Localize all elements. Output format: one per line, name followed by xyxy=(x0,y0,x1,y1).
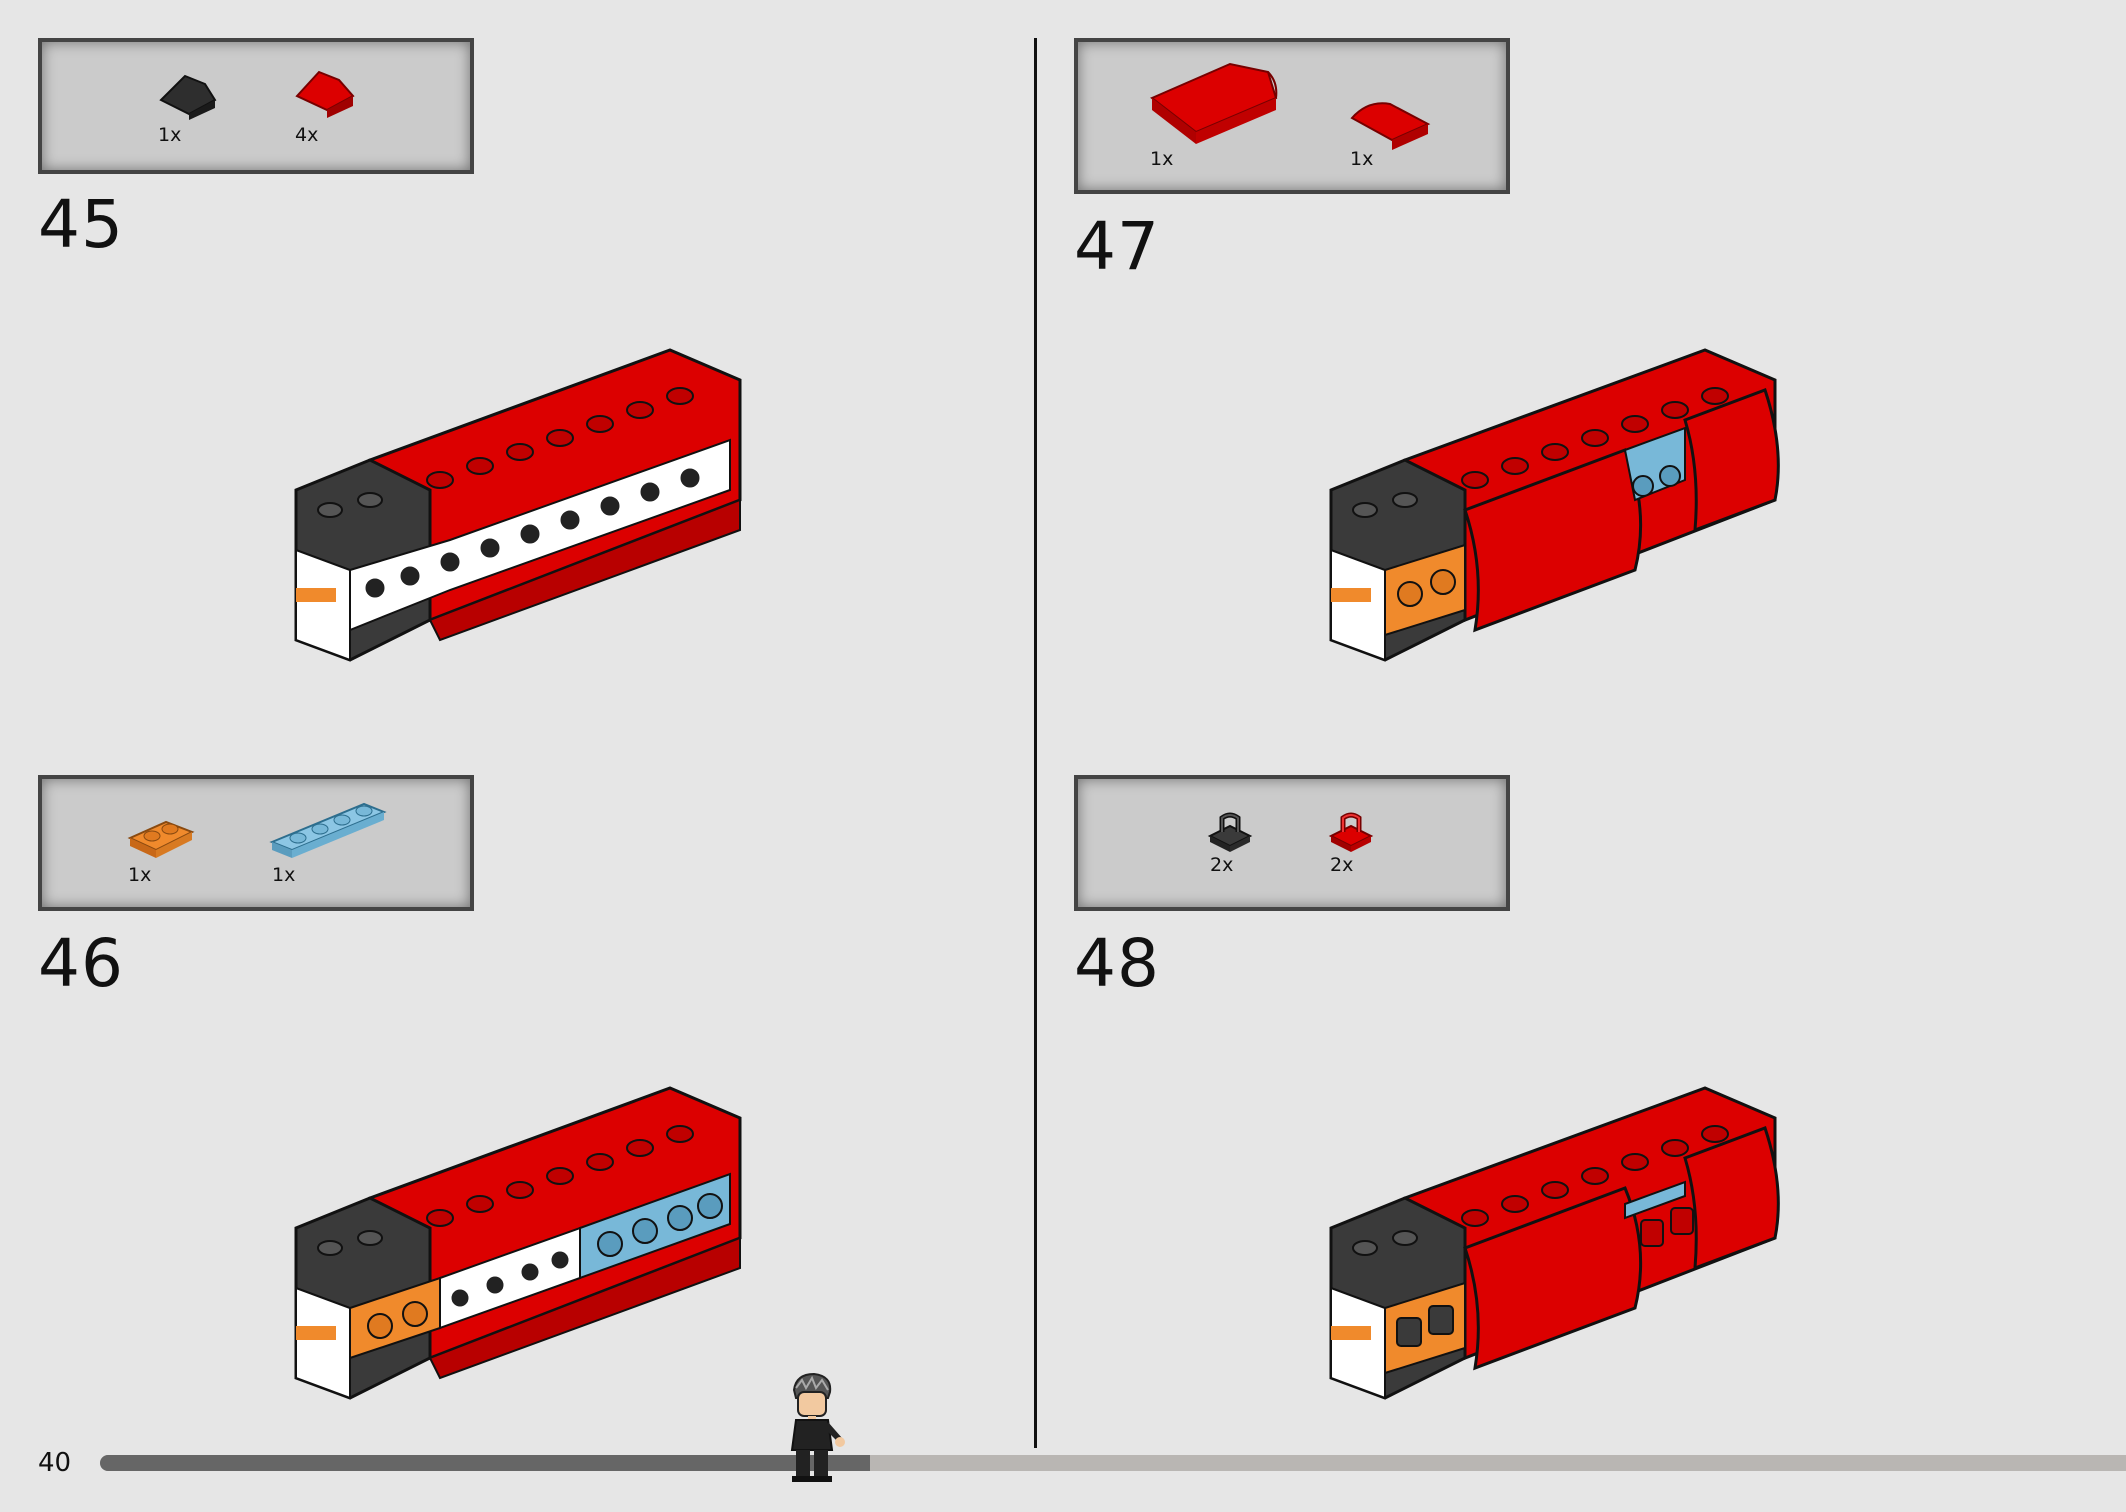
parts-callout xyxy=(1074,775,1510,911)
step-number: 47 xyxy=(1074,208,1160,285)
part-qty: 1x xyxy=(1150,148,1174,170)
model-assembly xyxy=(290,340,760,670)
minifigure-icon xyxy=(778,1372,848,1488)
model-assembly xyxy=(1325,1078,1795,1408)
part-qty: 1x xyxy=(158,124,182,146)
parts-callout xyxy=(1074,38,1510,194)
orange-plate-icon xyxy=(126,814,196,860)
page-divider xyxy=(1034,38,1037,1448)
progress-bar xyxy=(100,1455,2126,1471)
dark-gray-slope-icon xyxy=(155,68,221,120)
step-number: 48 xyxy=(1074,925,1160,1002)
part-qty: 1x xyxy=(128,864,152,886)
part-qty: 4x xyxy=(295,124,319,146)
red-curved-slope-small-icon xyxy=(1348,96,1432,152)
dark-gray-clip-plate-icon xyxy=(1206,810,1254,854)
model-assembly xyxy=(290,1078,760,1408)
red-slope-icon xyxy=(293,66,359,120)
part-qty: 1x xyxy=(1350,148,1374,170)
part-qty: 2x xyxy=(1330,854,1354,876)
red-curved-slope-large-icon xyxy=(1148,58,1280,148)
light-blue-plate-icon xyxy=(268,796,388,862)
part-qty: 2x xyxy=(1210,854,1234,876)
parts-callout xyxy=(38,775,474,911)
model-assembly xyxy=(1325,340,1795,670)
page-number: 40 xyxy=(38,1448,72,1478)
step-number: 45 xyxy=(38,186,124,263)
step-number: 46 xyxy=(38,925,124,1002)
part-qty: 1x xyxy=(272,864,296,886)
progress-fill xyxy=(100,1455,870,1471)
parts-callout xyxy=(38,38,474,174)
red-clip-plate-icon xyxy=(1327,810,1375,854)
